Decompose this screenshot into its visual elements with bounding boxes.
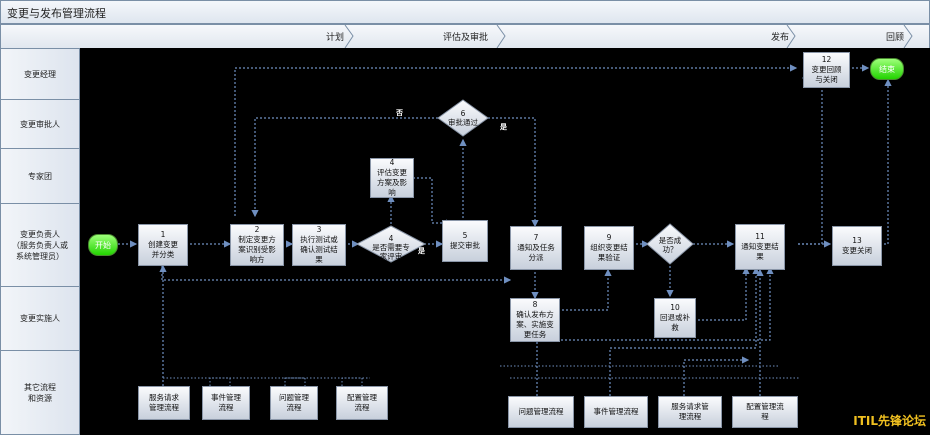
resource-config-right: 配置管理流 程: [732, 396, 798, 428]
lane-implementer: 变更实施人: [0, 286, 80, 351]
branch-yes-bottom-label: 是: [418, 247, 425, 255]
step-label: 11 通知变更结 果: [741, 232, 779, 261]
step-label: 7 通知及任务 分派: [517, 233, 555, 262]
resource-service-request-right: 服务请求管 理流程: [658, 396, 722, 428]
swimlane-headers: 变更经理 变更审批人 专家团 变更负责人 （服务负责人或 系统管理员） 变更实施…: [0, 48, 80, 435]
flow-canvas: 开始 结束 1 创建变更 并分类 2 制定变更方 案识别受影 响方 3 执行测试…: [80, 48, 930, 435]
resource-label: 事件管理 流程: [211, 393, 241, 412]
step-9-verify-result: 9 组织变更结 果验证: [584, 226, 634, 270]
step-5-submit-approval: 5 提交审批: [442, 220, 488, 262]
step-label: 5 提交审批: [450, 231, 480, 250]
resource-label: 问题管理流程: [518, 407, 564, 416]
decision-4-label: 4 是否需要专 家评审: [372, 234, 410, 261]
start-terminal: 开始: [88, 234, 118, 256]
resource-problem-right: 问题管理流程: [508, 396, 574, 428]
resource-label: 配置管理流 程: [746, 402, 784, 421]
branch-yes-label: 是: [500, 123, 507, 131]
diagram-title-bar: 变更与发布管理流程: [0, 0, 930, 24]
step-11-notify-result: 11 通知变更结 果: [735, 224, 785, 270]
lane-change-manager: 变更经理: [0, 48, 80, 100]
resource-label: 配置管理 流程: [347, 393, 377, 412]
decision-success-label: 是否成 功？: [658, 236, 682, 254]
phase-assess: 评估及审批: [443, 33, 489, 43]
resource-incident: 事件管理 流程: [202, 386, 250, 420]
resource-label: 事件管理流程: [593, 407, 639, 416]
branch-no-label: 否: [396, 109, 403, 117]
step-label: 2 制定变更方 案识别受影 响方: [238, 225, 276, 264]
resource-problem: 问题管理 流程: [270, 386, 318, 420]
resource-label: 问题管理 流程: [279, 393, 309, 412]
step-8-confirm-release: 8 确认发布方 案、实施变 更任务: [510, 298, 560, 342]
resource-label: 服务请求 管理流程: [149, 393, 179, 412]
step-10-rollback: 10 回退或补 救: [654, 298, 696, 338]
step-label: 9 组织变更结 果验证: [590, 233, 628, 262]
step-12-review-close: 12 变更回顾 与关闭: [803, 52, 850, 88]
step-2-plan-change: 2 制定变更方 案识别受影 响方: [230, 224, 284, 266]
lane-owner: 变更负责人 （服务负责人或 系统管理员）: [0, 203, 80, 287]
phase-separators: [344, 25, 913, 48]
lane-expert: 专家团: [0, 148, 80, 204]
start-label: 开始: [95, 240, 111, 250]
diagram-title: 变更与发布管理流程: [7, 7, 106, 20]
resource-incident-right: 事件管理流程: [584, 396, 648, 428]
phase-release: 发布: [771, 33, 790, 43]
resource-service-request: 服务请求 管理流程: [138, 386, 190, 420]
step-label: 1 创建变更 并分类: [148, 230, 178, 259]
step-4-expert-assess: 4 评估变更 方案及影 响: [370, 158, 414, 198]
step-7-notify-assign: 7 通知及任务 分派: [510, 226, 562, 270]
step-label: 10 回退或补 救: [660, 303, 690, 332]
step-label: 13 变更关闭: [842, 236, 872, 255]
step-3-test: 3 执行测试或 确认测试结 果: [292, 224, 346, 266]
end-label: 结束: [879, 64, 895, 74]
lane-label: 变更实施人: [20, 314, 60, 323]
lane-label: 专家团: [28, 171, 52, 181]
lane-label: 变更负责人 （服务负责人或 系统管理员）: [12, 229, 68, 261]
step-13-change-closed: 13 变更关闭: [832, 226, 882, 266]
step-1-create-change: 1 创建变更 并分类: [138, 224, 188, 266]
phase-review: 回顾: [886, 33, 905, 43]
lane-approver: 变更审批人: [0, 99, 80, 149]
lane-other: 其它流程 和资源: [0, 350, 80, 435]
step-label: 12 变更回顾 与关闭: [811, 55, 842, 84]
resource-config: 配置管理 流程: [336, 386, 388, 420]
phase-plan: 计划: [326, 33, 345, 43]
decision-6-label: 6 审批通过: [448, 109, 478, 127]
watermark-text: ITIL先锋论坛: [853, 414, 926, 428]
resource-label: 服务请求管 理流程: [671, 402, 709, 421]
lane-label: 变更审批人: [20, 119, 60, 129]
step-label: 3 执行测试或 确认测试结 果: [300, 225, 338, 264]
lane-label: 其它流程 和资源: [24, 382, 56, 403]
connectors: [114, 64, 892, 396]
lane-label: 变更经理: [24, 69, 56, 79]
step-label: 4 评估变更 方案及影 响: [377, 158, 407, 197]
phase-bar: 计划 评估及审批 发布 回顾: [0, 24, 930, 49]
end-terminal: 结束: [870, 58, 904, 80]
step-label: 8 确认发布方 案、实施变 更任务: [516, 300, 554, 339]
